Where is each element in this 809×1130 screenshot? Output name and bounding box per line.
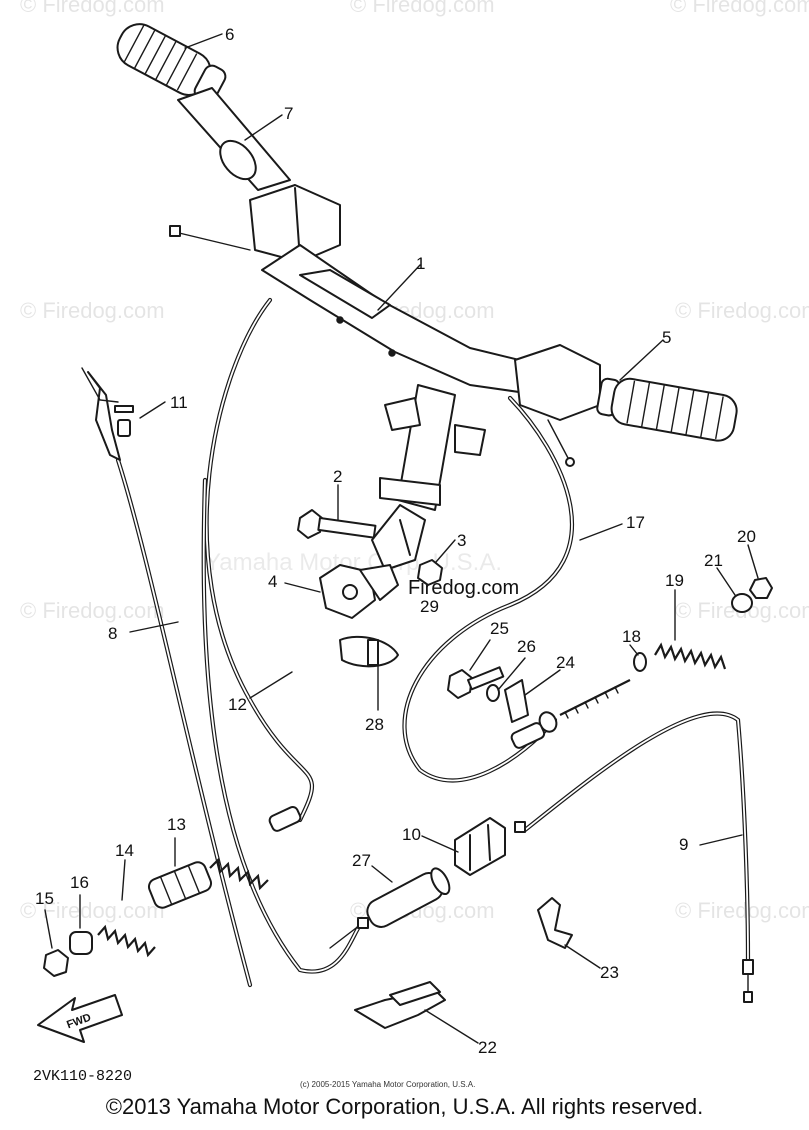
screw-11 (114, 405, 134, 437)
callout-28: 28 (365, 715, 384, 734)
callout-13: 13 (167, 815, 186, 834)
callout-27: 27 (352, 851, 371, 870)
callout-26: 26 (517, 637, 536, 656)
callout-17: 17 (626, 513, 645, 532)
watermark: © Firedog.com (20, 0, 165, 17)
drawing-code: 2VK110-8220 (33, 1068, 132, 1085)
callout-12: 12 (228, 695, 247, 714)
watermark: © Firedog.com (20, 898, 165, 923)
callout-5: 5 (662, 328, 671, 347)
handlebar-assembly (116, 23, 738, 586)
callout-23: 23 (600, 963, 619, 982)
right-grip (596, 377, 738, 442)
callout-9: 9 (679, 835, 688, 854)
callout-labels: 6 7 1 5 2 3 4 29 11 8 12 28 17 20 21 19 … (35, 25, 756, 1057)
leader-lines (44, 33, 759, 1044)
callout-4: 4 (268, 572, 277, 591)
watermark: © Firedog.com (20, 298, 165, 323)
spring-19 (654, 642, 727, 670)
cable-adjuster (510, 679, 631, 749)
small-parts (43, 367, 773, 1029)
watermark: © Firedog.com (675, 298, 809, 323)
callout-10: 10 (402, 825, 421, 844)
callout-25: 25 (490, 619, 509, 638)
callout-6: 6 (225, 25, 234, 44)
boot-13 (147, 861, 213, 909)
callout-1: 1 (416, 254, 425, 273)
watermark: © Firedog.com (20, 598, 165, 623)
fwd-arrow: FWD (37, 994, 123, 1043)
bolt-2 (297, 509, 377, 539)
callout-8: 8 (108, 624, 117, 643)
callout-11: 11 (170, 393, 188, 412)
copyright-notice: ©2013 Yamaha Motor Corporation, U.S.A. A… (105, 1094, 704, 1119)
junction-10 (454, 817, 526, 876)
callout-16: 16 (70, 873, 89, 892)
watermark: © Firedog.com (670, 0, 809, 17)
callout-22: 22 (478, 1038, 497, 1057)
callout-2: 2 (333, 467, 342, 486)
callout-19: 19 (665, 571, 684, 590)
watermark: © Firedog.com (350, 0, 495, 17)
callout-24: 24 (556, 653, 575, 672)
callout-3: 3 (457, 531, 466, 550)
bolt-25 (447, 666, 505, 699)
callout-29: 29 (420, 597, 439, 616)
fine-print: (c) 2005-2015 Yamaha Motor Corporation, … (300, 1080, 475, 1089)
tube-27 (366, 867, 451, 928)
watermark: © Firedog.com (675, 898, 809, 923)
callout-20: 20 (737, 527, 756, 546)
watermarks: © Firedog.com © Firedog.com © Firedog.co… (20, 0, 809, 923)
callout-18: 18 (622, 627, 641, 646)
callout-21: 21 (704, 551, 723, 570)
callout-15: 15 (35, 889, 54, 908)
callout-14: 14 (115, 841, 134, 860)
callout-7: 7 (284, 104, 293, 123)
